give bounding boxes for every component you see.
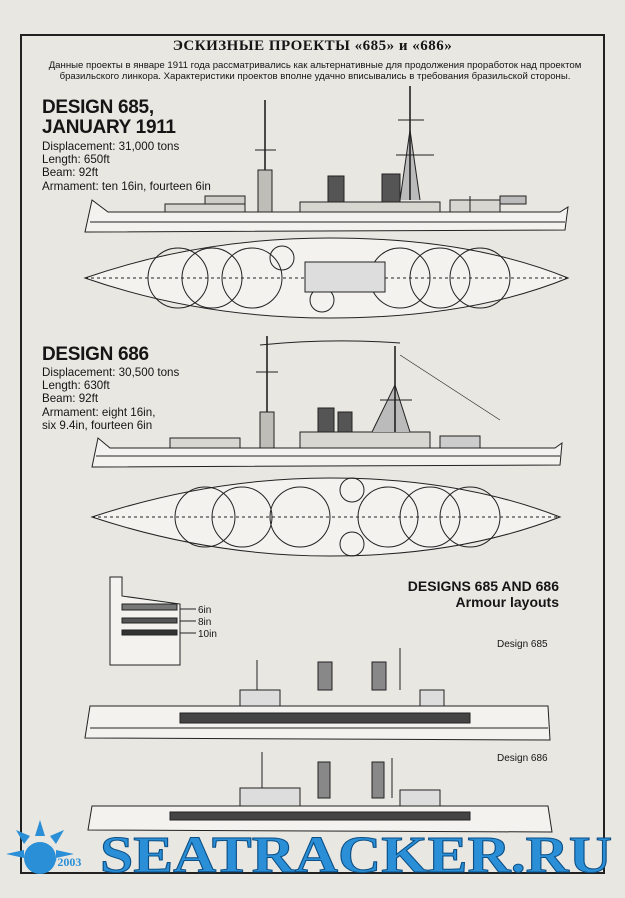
thickness-label-6in: 6in [198, 605, 212, 616]
design-685-plan [83, 237, 570, 319]
design-686-beam: Beam: 92ft [42, 392, 99, 406]
intro-paragraph: Данные проекты в январе 1911 года рассма… [48, 60, 582, 82]
watermark-graphic: 1'2003 SEATRACKER.RU [6, 820, 613, 885]
design-685-beam: Beam: 92ft [42, 166, 99, 180]
watermark-page-number: 1'2003 [48, 855, 81, 869]
armour-profile-686 [87, 752, 553, 833]
design-685-length: Length: 650ft [42, 153, 110, 167]
design-685-title-line2: JANUARY 1911 [42, 117, 176, 138]
design-685-displacement: Displacement: 31,000 tons [42, 140, 180, 153]
page-heading: ЭСКИЗНЫЕ ПРОЕКТЫ «685» и «686» [172, 38, 453, 54]
sun-logo-icon [6, 820, 74, 874]
design-686-armament-line2: six 9.4in, fourteen 6in [42, 418, 153, 432]
design-685-armament: Armament: ten 16in, fourteen 6in [42, 179, 211, 193]
design-686-plan [90, 477, 562, 557]
design-685-profile [84, 86, 569, 233]
design-685-title: DESIGN 685, JANUARY 1911 [42, 98, 176, 138]
watermark-text: SEATRACKER.RU [100, 827, 612, 882]
design-686-displacement: Displacement: 30,500 tons [42, 366, 180, 379]
armour-title: DESIGNS 685 AND 686 Armour layouts [408, 578, 559, 610]
armour-section [109, 576, 196, 666]
design-686-length: Length: 630ft [42, 379, 110, 393]
armour-title-line2: Armour layouts [455, 594, 559, 610]
design-686-armament-line1: Armament: eight 16in, [42, 405, 156, 419]
design-685-specs: Displacement: 31,000 tons Length: 650ft … [42, 140, 211, 193]
thickness-label-10in: 10in [198, 629, 217, 640]
armour-title-line1: DESIGNS 685 AND 686 [407, 578, 559, 594]
page-frame [20, 34, 605, 874]
thickness-label-8in: 8in [198, 617, 212, 628]
armour-label-686: Design 686 [497, 753, 548, 764]
design-685-title-line1: DESIGN 685, [42, 97, 154, 118]
design-686-specs: Displacement: 30,500 tons Length: 630ft … [42, 366, 179, 432]
watermark: 1'2003 SEATRACKER.RU [0, 812, 625, 885]
design-686-title: DESIGN 686 [42, 344, 149, 365]
armour-profile-685 [84, 648, 551, 741]
design-686-profile [91, 336, 563, 468]
armour-label-685: Design 685 [497, 639, 548, 650]
